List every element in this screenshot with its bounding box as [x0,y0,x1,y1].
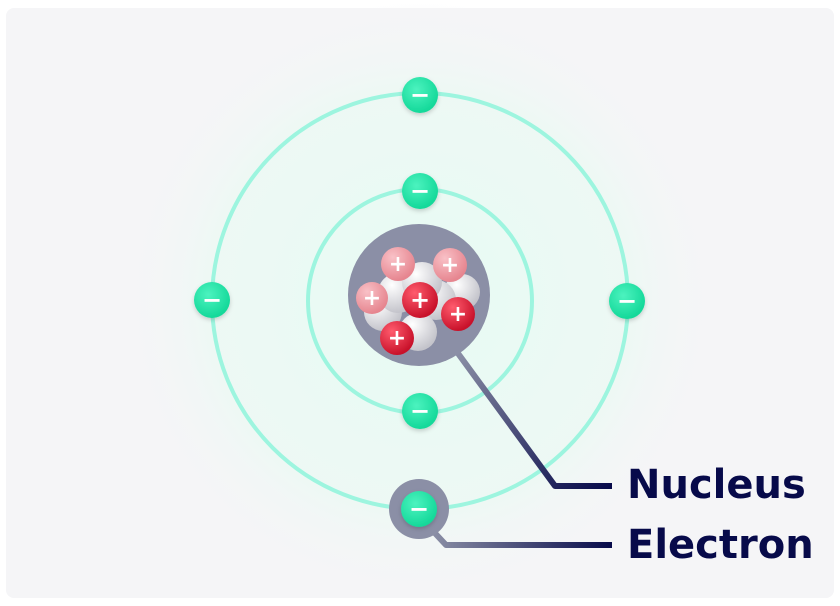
electron-leader-line [429,527,612,548]
proton-plus-symbol: + [449,302,467,327]
electron-minus-symbol: − [410,177,430,205]
electron: − [609,283,645,319]
electron-label: Electron [627,522,814,568]
electron-minus-symbol: − [410,397,430,425]
electron-minus-symbol: − [202,286,222,314]
electron-minus-symbol: − [410,81,430,109]
proton-plus-symbol: + [441,253,459,278]
proton-plus-symbol: + [388,326,406,351]
proton-plus-symbol: + [410,286,430,314]
nucleus: + + + + + + [356,247,480,355]
electron-highlighted: − [401,491,437,527]
proton: + [402,282,438,318]
electron: − [194,282,230,318]
proton: + [380,321,414,355]
nucleus-label: Nucleus [627,462,806,508]
electron-minus-symbol: − [409,495,429,523]
electron-minus-symbol: − [617,287,637,315]
proton-plus-symbol: + [363,286,381,311]
proton: + [441,297,475,331]
electron: − [402,77,438,113]
proton-plus-symbol: + [389,252,407,277]
proton: + [381,247,415,281]
electron: − [402,173,438,209]
electron: − [402,393,438,429]
proton: + [356,282,388,314]
proton: + [433,248,467,282]
nucleus-leader-line [454,350,612,489]
